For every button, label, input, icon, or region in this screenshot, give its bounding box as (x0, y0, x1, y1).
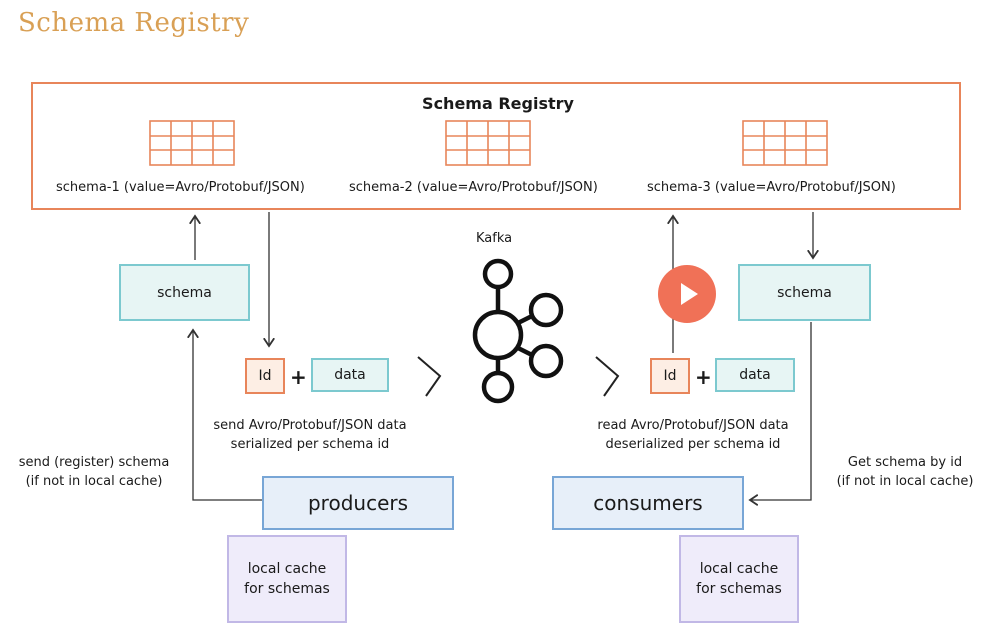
consumer-schema-box: schema (738, 264, 871, 321)
register-schema-note: send (register) schema (if not in local … (18, 455, 170, 489)
consumer-id-box: Id (650, 358, 690, 394)
registry-title: Schema Registry (422, 94, 574, 113)
consumer-data-box: data (715, 358, 795, 392)
page-title: Schema Registry (18, 8, 250, 38)
kafka-label: Kafka (476, 231, 513, 246)
table-icon (445, 120, 531, 166)
chevron-right-icon (595, 356, 620, 397)
chevron-right-icon (417, 356, 442, 397)
schema-registry-box: Schema Registry (31, 82, 961, 210)
get-schema-note: Get schema by id (if not in local cache) (836, 455, 974, 489)
schema-3-label: schema-3 (value=Avro/Protobuf/JSON) (647, 180, 896, 195)
play-icon[interactable] (658, 265, 716, 323)
schema-1-label: schema-1 (value=Avro/Protobuf/JSON) (56, 180, 305, 195)
producer-local-cache: local cache for schemas (227, 535, 347, 623)
consumers-box: consumers (552, 476, 744, 530)
producer-id-box: Id (245, 358, 285, 394)
consumer-plus: + (695, 365, 712, 389)
producer-schema-box: schema (119, 264, 250, 321)
kafka-icon (472, 258, 564, 404)
schema-2-label: schema-2 (value=Avro/Protobuf/JSON) (349, 180, 598, 195)
table-icon (149, 120, 235, 166)
consumer-local-cache: local cache for schemas (679, 535, 799, 623)
producer-plus: + (290, 365, 307, 389)
table-icon (742, 120, 828, 166)
producers-box: producers (262, 476, 454, 530)
producer-data-box: data (311, 358, 389, 392)
send-data-note: send Avro/Protobuf/JSON data serialized … (213, 418, 407, 452)
read-data-note: read Avro/Protobuf/JSON data deserialize… (597, 418, 789, 452)
